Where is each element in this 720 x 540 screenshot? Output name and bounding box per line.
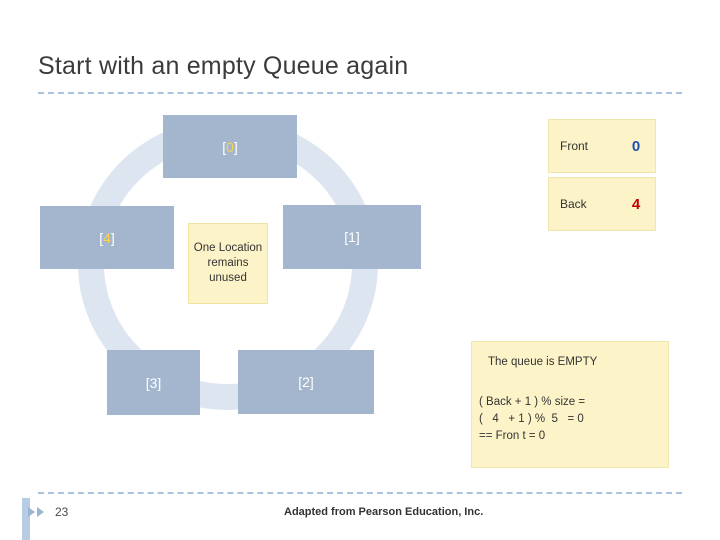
queue-cell-1: [1] xyxy=(283,205,421,269)
slide-number: 23 xyxy=(55,505,69,519)
front-pointer-value: 0 xyxy=(631,137,641,155)
back-pointer-label: Back xyxy=(560,197,587,211)
explanation-line-2: ( 4 + 1 ) % 5 = 0 xyxy=(479,413,584,425)
front-pointer-label: Front xyxy=(560,139,589,153)
footer-divider xyxy=(38,492,682,494)
explanation-line-1: ( Back + 1 ) % size = xyxy=(479,396,586,408)
queue-cell-4-label: [4] xyxy=(99,229,115,246)
queue-cell-1-label: [1] xyxy=(344,229,360,245)
back-pointer-box: Back 4 xyxy=(548,177,656,231)
double-arrow-icon xyxy=(28,505,52,519)
front-pointer-box: Front 0 xyxy=(548,119,656,173)
queue-cell-2: [2] xyxy=(238,350,374,414)
queue-cell-0-label: [0] xyxy=(222,138,238,155)
title-divider xyxy=(38,92,682,94)
unused-location-note: One Location remains unused xyxy=(188,223,268,304)
page-title: Start with an empty Queue again xyxy=(38,52,409,80)
footer-credit: Adapted from Pearson Education, Inc. xyxy=(284,506,484,518)
queue-cell-0: [0] xyxy=(163,115,297,178)
footer-accent-bar xyxy=(22,498,30,540)
explanation-box: The queue is EMPTY ( Back + 1 ) % size =… xyxy=(471,341,669,468)
explanation-line-3: == Fron t = 0 xyxy=(479,430,546,442)
queue-cell-3: [3] xyxy=(107,350,200,415)
queue-cell-4: [4] xyxy=(40,206,174,269)
queue-cell-2-label: [2] xyxy=(298,374,314,390)
back-pointer-value: 4 xyxy=(631,195,641,213)
queue-cell-3-label: [3] xyxy=(145,374,162,391)
explanation-title: The queue is EMPTY xyxy=(488,356,598,368)
